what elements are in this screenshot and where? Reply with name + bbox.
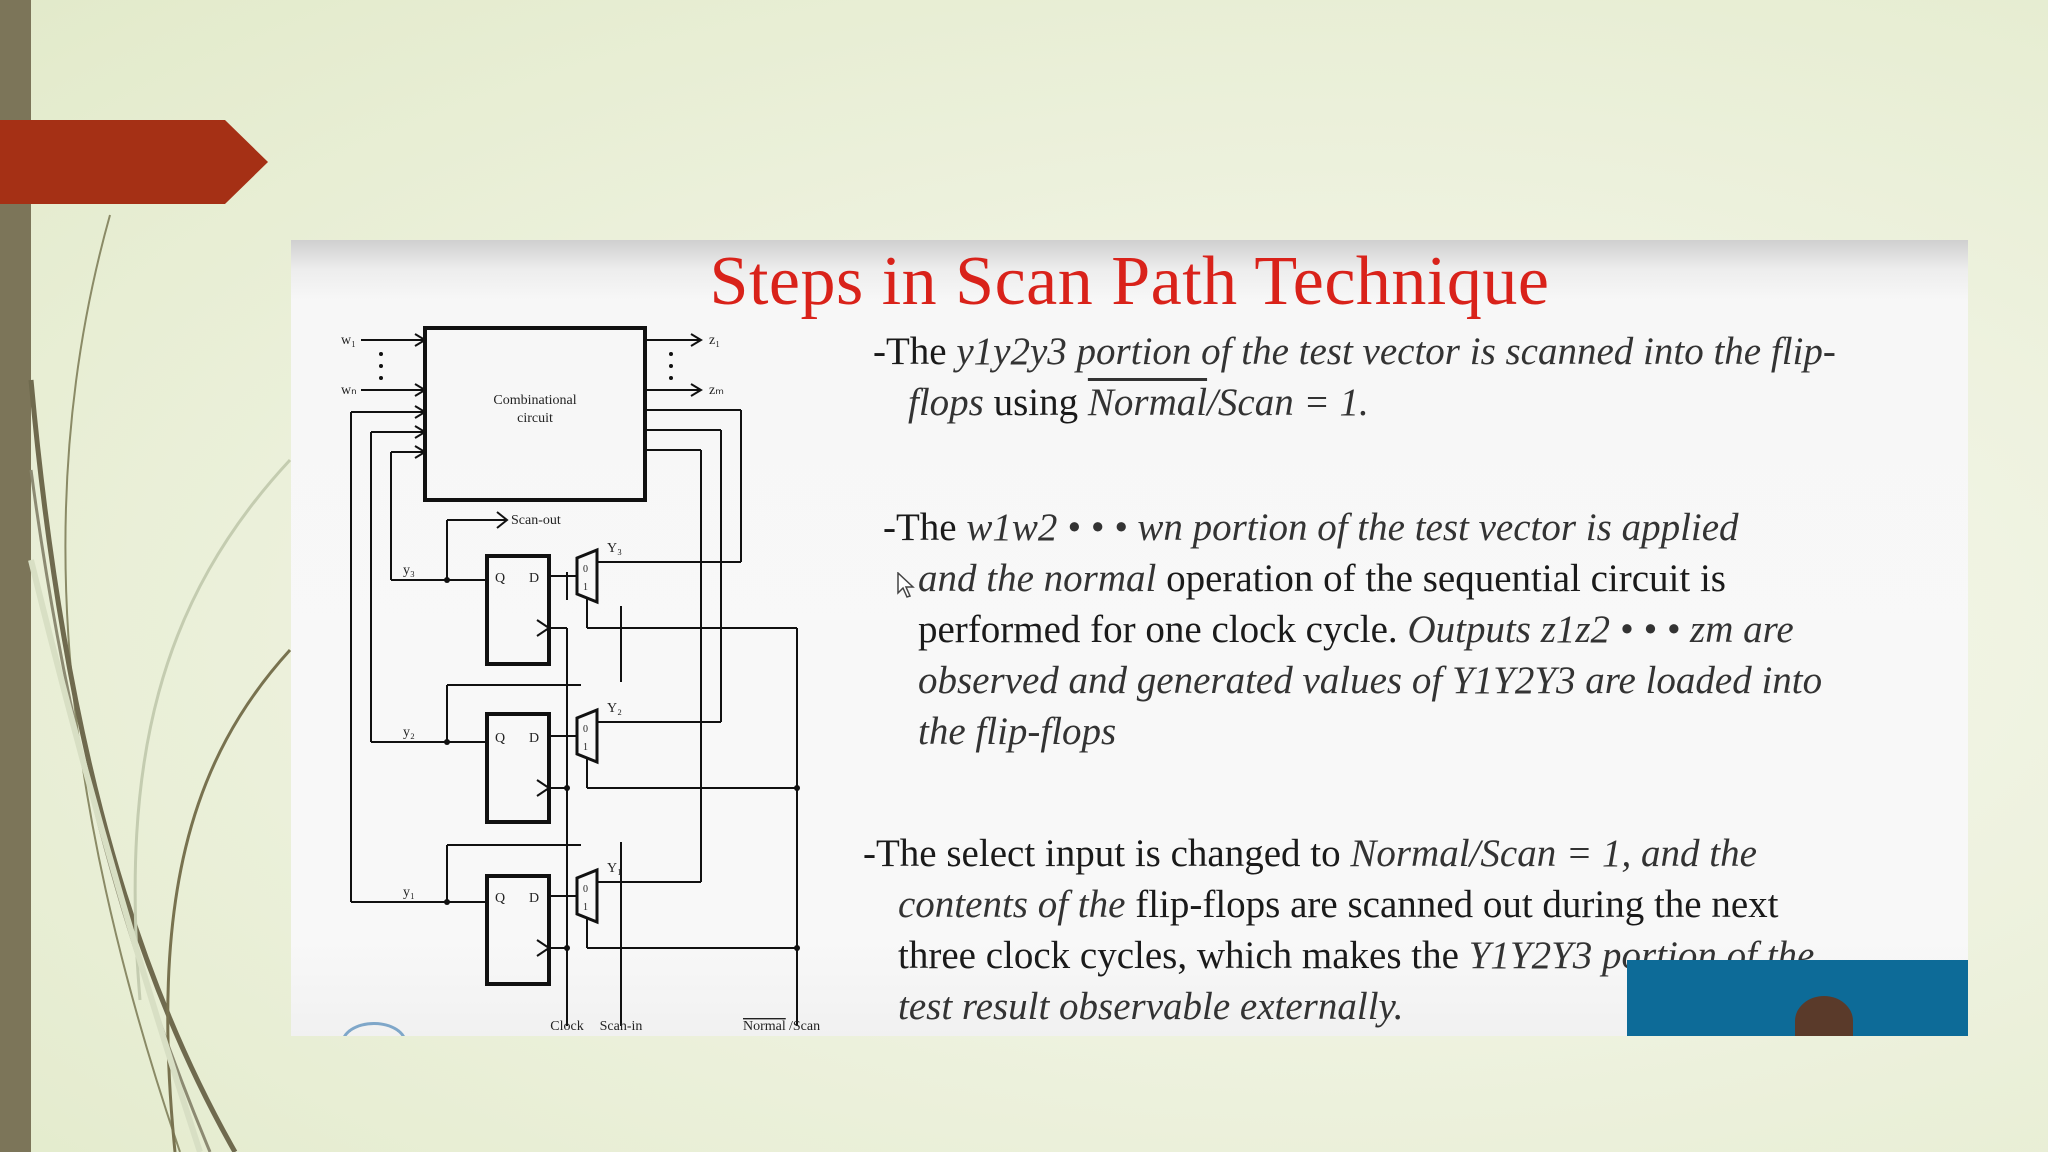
presenter-webcam-overlay [1627, 960, 1968, 1036]
label-normal: Normal [743, 1019, 786, 1034]
mux3-1: 1 [583, 582, 588, 593]
scan-path-circuit-diagram: Combinational circuit w₁ wₙ z₁ zₘ Scan-o… [341, 326, 820, 1034]
ff3-q: Q [495, 571, 505, 586]
label-w1: w₁ [341, 333, 356, 348]
p2-italic-4: observed and generated values of Y1Y2Y3 … [918, 659, 1823, 702]
paragraph-step-3: -The select input is changed to Normal/S… [863, 828, 1953, 1032]
p2-italic-2: and the normal [918, 557, 1157, 600]
p1-italic-3: Normal [1087, 381, 1208, 424]
paragraph-step-1: -The y1y2y3 portion of the test vector i… [873, 326, 1963, 428]
paragraph-step-2: -The w1w2 • • • wn portion of the test v… [883, 502, 1968, 757]
slide-title: Steps in Scan Path Technique [709, 243, 1550, 320]
ff2-d: D [529, 731, 539, 746]
label-scan-out: Scan-out [511, 513, 561, 528]
block-label-combinational: Combinational [493, 393, 576, 408]
mux3-0: 0 [583, 564, 588, 575]
p2-italic-3: Outputs z1z2 • • • zm are [1407, 608, 1794, 651]
mux-2 [575, 707, 599, 765]
decorative-swoosh [28, 214, 292, 1152]
label-scan-in: Scan-in [600, 1019, 643, 1034]
mux2-0: 0 [583, 724, 588, 735]
p2-italic-1: w1w2 • • • wn portion of the test vector… [966, 506, 1739, 549]
ff1-q: Q [495, 891, 505, 906]
ff3-d: D [529, 571, 539, 586]
label-clock: Clock [550, 1019, 583, 1034]
mux-3 [575, 547, 599, 605]
label-wn: wₙ [341, 383, 357, 398]
red-arrow-banner [0, 120, 268, 204]
label-scan: /Scan [789, 1019, 820, 1034]
flip-flop-3 [485, 554, 551, 666]
p1-mid: using [983, 381, 1088, 424]
label-Y1: Y₁ [607, 861, 622, 876]
p1-italic-1: y1y2y3 portion of the test vector is sca… [956, 330, 1836, 373]
p3-mid-1: flip-flops are scanned out during the ne… [1125, 883, 1779, 926]
p2-mid-1: operation of the sequential circuit is [1156, 557, 1726, 600]
label-y2: y₂ [403, 725, 415, 740]
combinational-circuit-block [423, 326, 647, 502]
label-Y3: Y₃ [607, 541, 622, 556]
p2-mid-2: performed for one clock cycle. [918, 608, 1408, 651]
flip-flop-2 [485, 712, 551, 824]
p3-italic-2: contents of the [898, 883, 1126, 926]
ff2-q: Q [495, 731, 505, 746]
label-z1: z₁ [709, 333, 720, 348]
p3-italic-1: Normal/Scan = 1, and the [1350, 832, 1757, 875]
mux1-0: 0 [583, 884, 588, 895]
presenter-head [1795, 996, 1853, 1036]
p1-italic-2: flops [908, 381, 984, 424]
p1-italic-4: /Scan = 1. [1207, 381, 1369, 424]
ff1-d: D [529, 891, 539, 906]
p3-italic-4: test result observable externally. [898, 985, 1404, 1028]
mux1-1: 1 [583, 902, 588, 913]
mux-1 [575, 867, 599, 925]
mouse-pointer-icon [897, 572, 915, 598]
flip-flop-1 [485, 874, 551, 986]
label-zm: zₘ [709, 383, 724, 398]
p2-prefix: -The [883, 506, 967, 549]
label-Y2: Y₂ [607, 701, 622, 716]
mux2-1: 1 [583, 742, 588, 753]
slide-frame: Steps in Scan Path Technique [291, 240, 1968, 1036]
p3-mid-2: three clock cycles, which makes the [898, 934, 1469, 977]
label-y3: y₃ [403, 563, 415, 578]
label-y1: y₁ [403, 885, 415, 900]
p3-prefix: -The select input is changed to [863, 832, 1351, 875]
p1-prefix: -The [873, 330, 957, 373]
p2-italic-5: the flip-flops [918, 710, 1117, 753]
block-label-circuit: circuit [517, 411, 553, 426]
